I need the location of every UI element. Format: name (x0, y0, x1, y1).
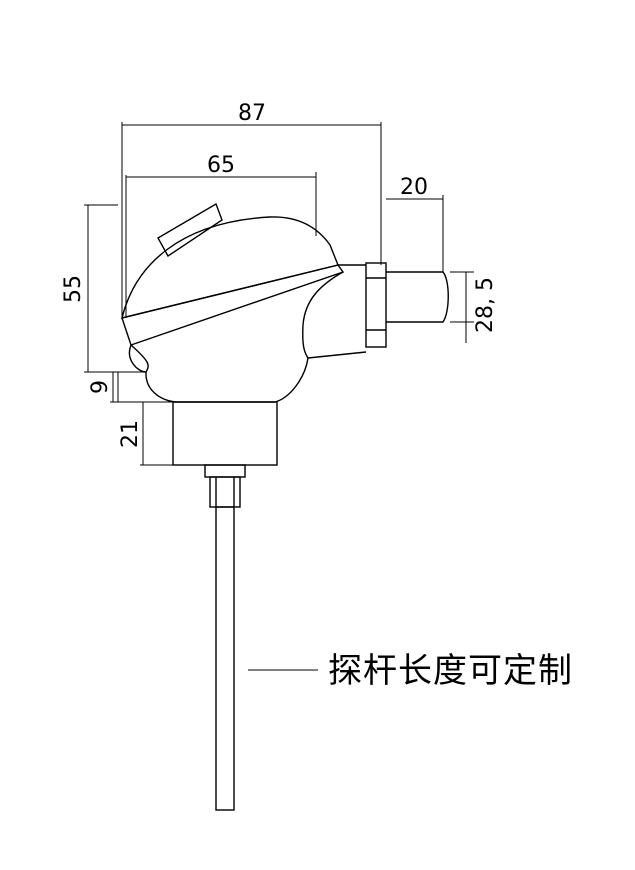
dim-base-height: 21 (118, 420, 143, 448)
cable-gland (365, 262, 449, 348)
dim-height: 55 (61, 275, 86, 303)
dimension-lines (84, 122, 474, 671)
dim-gland-diameter: 28, 5 (473, 277, 498, 333)
dim-gland-length: 20 (400, 175, 428, 200)
dim-total-width: 87 (238, 101, 266, 126)
base-block (172, 401, 278, 466)
probe-fitting (204, 464, 246, 811)
dim-inner-width: 65 (207, 153, 235, 178)
dim-neck-height: 9 (88, 380, 113, 394)
housing (121, 202, 367, 403)
probe-length-note: 探杆长度可定制 (328, 651, 573, 691)
